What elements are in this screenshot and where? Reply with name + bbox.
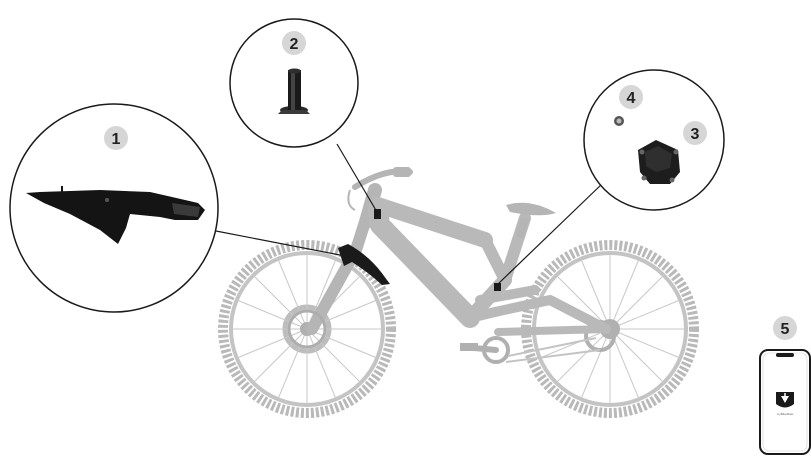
handlebar-mount-on-bike	[374, 209, 381, 219]
svg-text:4: 4	[627, 90, 636, 107]
badge-3: 3	[683, 121, 707, 145]
badge-4: 4	[619, 85, 643, 109]
svg-text:3: 3	[691, 126, 700, 143]
svg-text:1: 1	[112, 131, 121, 148]
magnet-part-image	[614, 116, 624, 126]
bicycle	[223, 167, 694, 413]
smartphone: myBikeMate	[760, 350, 810, 454]
app-logo-icon	[776, 392, 794, 408]
svg-text:2: 2	[290, 36, 299, 53]
badge-2: 2	[282, 31, 306, 55]
badge-1: 1	[104, 126, 128, 150]
svg-text:5: 5	[781, 321, 790, 338]
badge-5: 5	[773, 316, 797, 340]
app-name-label: myBikeMate	[777, 412, 794, 416]
frame-sensor-on-bike	[494, 283, 501, 291]
